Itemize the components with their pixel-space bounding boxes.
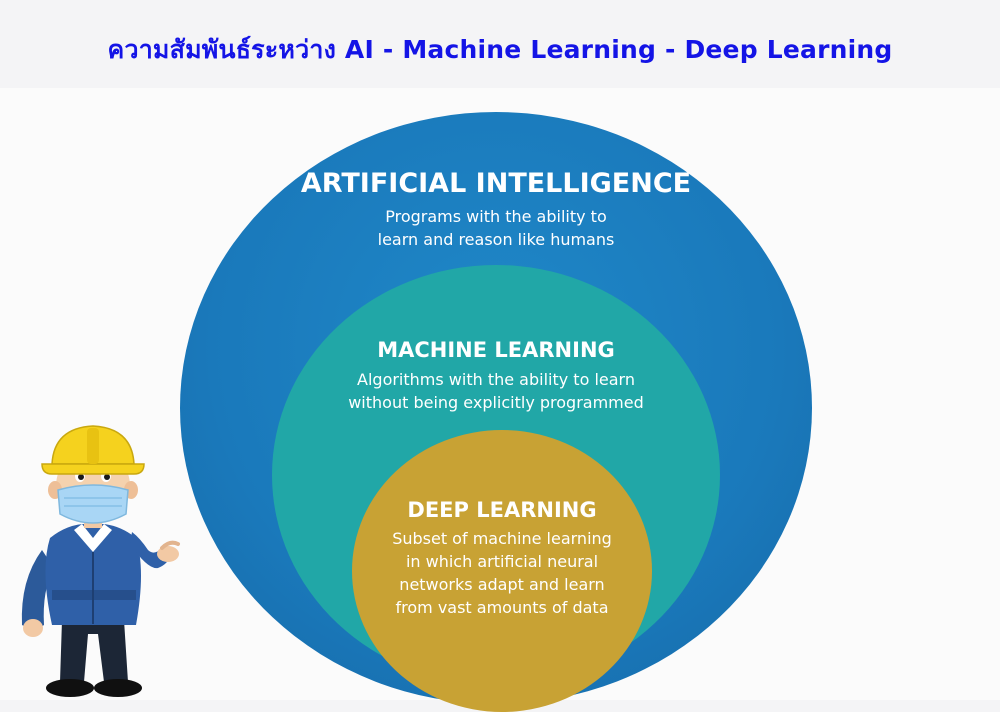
dl-desc-line: in which artificial neural [405, 552, 599, 571]
ml-description: Algorithms with the ability to learn wit… [296, 368, 696, 414]
ml-desc-line: without being explicitly programmed [348, 393, 644, 412]
dl-circle [352, 430, 652, 712]
ml-title: MACHINE LEARNING [377, 338, 615, 362]
ai-desc-line: Programs with the ability to [385, 207, 607, 226]
dl-description: Subset of machine learning in which arti… [352, 527, 652, 619]
ml-desc-line: Algorithms with the ability to learn [357, 370, 635, 389]
engineer-mascot-icon [21, 425, 180, 697]
dl-desc-line: networks adapt and learn [399, 575, 605, 594]
dl-desc-line: Subset of machine learning [392, 529, 612, 548]
dl-desc-line: from vast amounts of data [395, 598, 609, 617]
page-title: ความสัมพันธ์ระหว่าง AI - Machine Learnin… [107, 35, 893, 64]
ai-desc-line: learn and reason like humans [377, 230, 615, 249]
ai-title: ARTIFICIAL INTELLIGENCE [300, 168, 692, 199]
ai-description: Programs with the ability to learn and r… [296, 205, 696, 251]
dl-title: DEEP LEARNING [407, 498, 597, 522]
